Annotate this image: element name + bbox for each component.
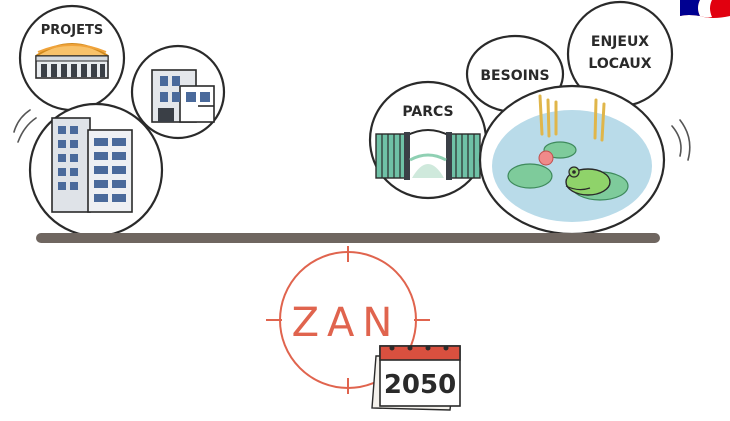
target-label: ZAN [292,300,401,346]
small-house-icon [151,69,215,123]
enjeux-locaux-bubble: ENJEUX LOCAUX [566,0,674,108]
stadium-icon [35,43,109,79]
pond-bubble [478,84,666,236]
parcs-label: PARCS [402,104,453,120]
frog-pond-icon [492,94,652,222]
republique-francaise-logo [680,0,730,18]
parcs-bubble: PARCS [368,80,488,200]
motion-marks-left [13,109,37,143]
office-buildings-bubble [28,102,164,238]
calendar-icon [371,345,461,411]
park-gate-icon [375,129,481,180]
enjeux-label-line1: ENJEUX [591,34,649,50]
target-icon [266,246,430,394]
projets-bubble: PROJETS [18,4,126,112]
calendar-year: 2050 [384,370,456,400]
office-building-icon [51,117,133,213]
enjeux-label-line2: LOCAUX [588,56,651,72]
besoins-label: BESOINS [480,68,549,84]
small-house-bubble [130,44,226,140]
motion-marks-right [671,119,691,161]
projets-label: PROJETS [41,23,104,38]
balance-beam [36,233,660,243]
